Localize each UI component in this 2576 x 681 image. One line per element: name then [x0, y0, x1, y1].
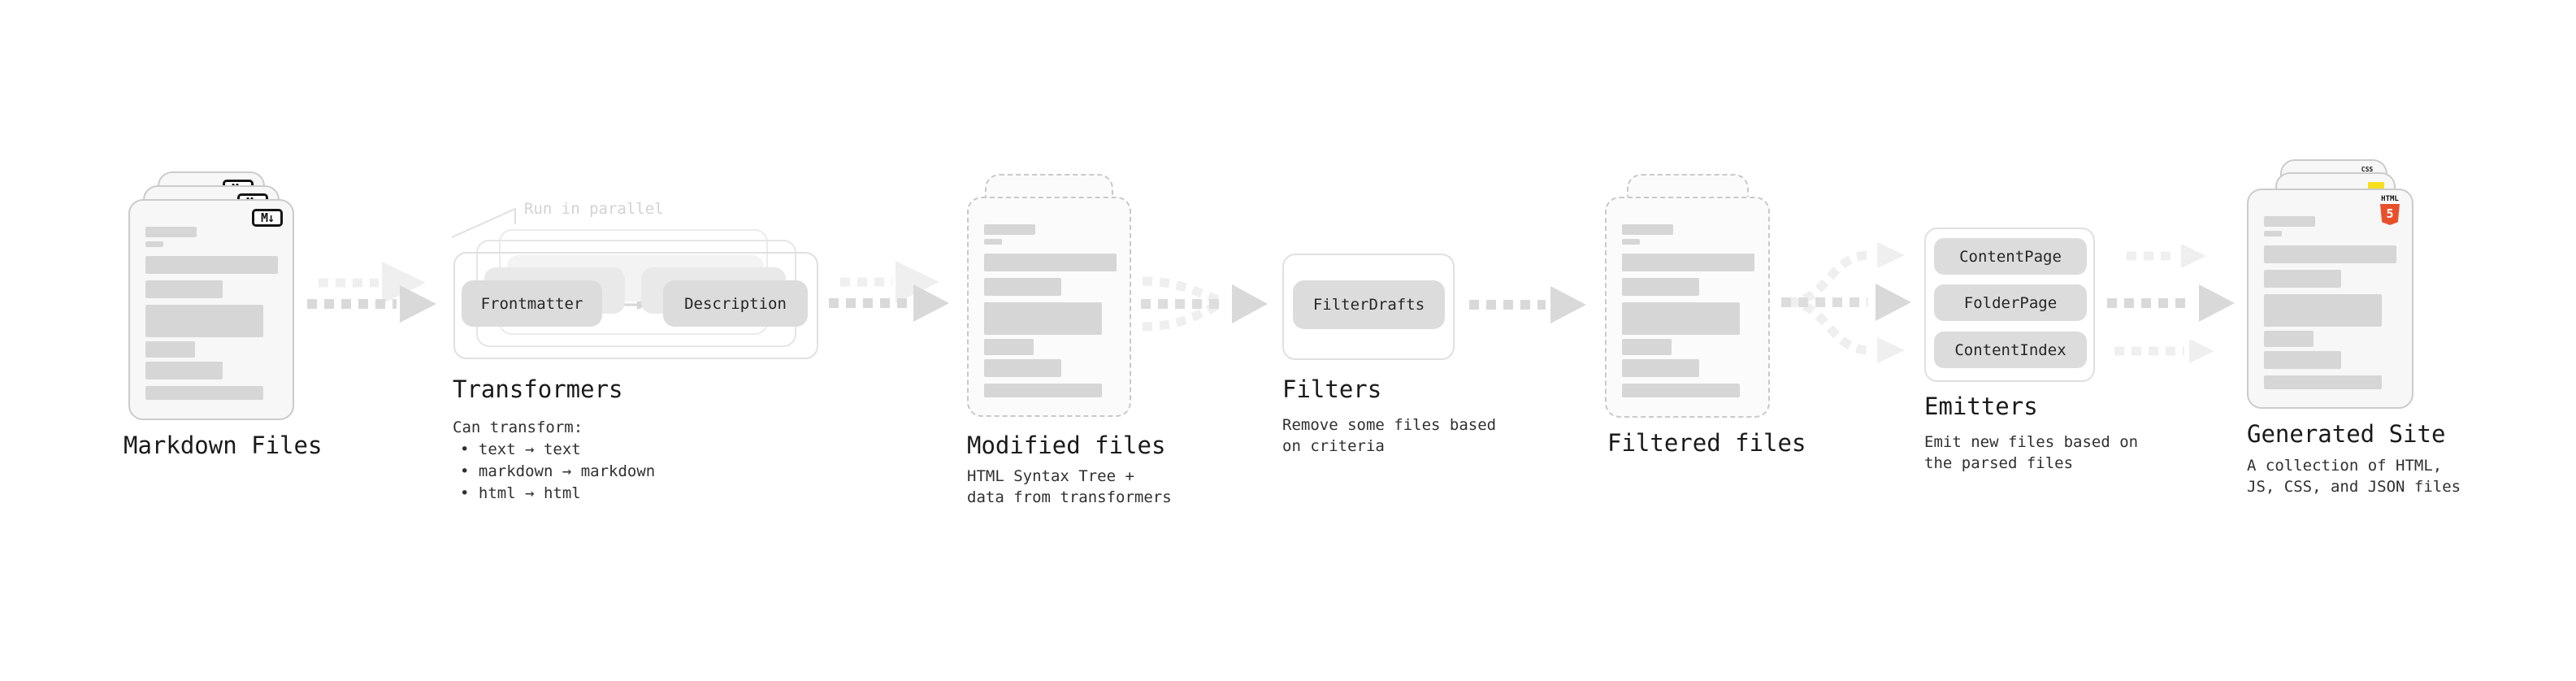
doc-line [2264, 231, 2282, 236]
transformer-card-front [453, 252, 818, 359]
transformer-pill-frontmatter: Frontmatter [462, 280, 602, 327]
modified-files-heading: Modified files [967, 432, 1166, 459]
arrows-emitters-to-generated [2107, 244, 2235, 363]
doc-line [145, 256, 278, 274]
emitter-pill-folderpage: FolderPage [1934, 284, 2087, 321]
doc-line [1622, 278, 1699, 296]
doc-line [984, 302, 1102, 335]
markdown-files-heading: Markdown Files [124, 432, 323, 459]
filter-pill-filterdrafts: FilterDrafts [1293, 280, 1445, 329]
markdown-document-front: M↓ [128, 199, 294, 420]
doc-line [1622, 224, 1673, 235]
filtered-document-front [1605, 197, 1770, 418]
generated-site-heading: Generated Site [2247, 420, 2446, 448]
emitter-pill-contentindex: ContentIndex [1934, 332, 2087, 368]
doc-line [984, 339, 1034, 355]
css-icon-label: CSS [2361, 166, 2374, 173]
doc-line [1622, 384, 1740, 397]
doc-line [1622, 239, 1640, 245]
doc-line [145, 305, 263, 337]
doc-line [1622, 359, 1699, 377]
transformers-bullet-list: • text → text • markdown → markdown • ht… [460, 439, 655, 505]
doc-line [145, 386, 263, 400]
doc-line [1622, 254, 1754, 271]
doc-line [984, 359, 1061, 377]
arrow-filters-to-filtered [1469, 286, 1586, 323]
merge-arrow-modified-to-filters [1141, 276, 1268, 332]
bullet-item: • text → text [460, 440, 581, 458]
doc-line [2264, 351, 2341, 369]
filters-heading: Filters [1282, 375, 1382, 403]
filters-note: Remove some files based on criteria [1282, 416, 1497, 455]
html5-icon-label: HTML [2381, 195, 2399, 203]
arrow-transformers-to-modified [829, 261, 949, 322]
doc-line [2264, 294, 2382, 327]
doc-line [1622, 339, 1672, 355]
doc-line [984, 384, 1102, 397]
modified-document-front [967, 197, 1131, 417]
doc-line [2264, 375, 2382, 389]
doc-line [145, 362, 223, 380]
markdown-icon: M↓ [252, 209, 283, 227]
generated-document-html: HTML 5 [2247, 189, 2413, 409]
run-in-parallel-annotation: Run in parallel [524, 200, 664, 218]
doc-line [145, 341, 195, 358]
doc-line [1622, 302, 1740, 335]
arrow-markdown-to-transformers [307, 262, 436, 323]
doc-line [2264, 331, 2314, 347]
bullet-item: • html → html [460, 484, 581, 502]
html5-icon-shield: 5 [2380, 204, 2400, 225]
doc-line [984, 224, 1035, 235]
doc-line [145, 280, 223, 298]
doc-line [984, 254, 1117, 271]
doc-line [2264, 270, 2341, 288]
emitters-heading: Emitters [1924, 393, 2038, 420]
doc-line [145, 241, 163, 247]
filtered-files-heading: Filtered files [1607, 429, 1806, 457]
generated-site-note: A collection of HTML, JS, CSS, and JSON … [2247, 457, 2461, 496]
transformers-heading: Transformers [453, 375, 623, 403]
emitters-note: Emit new files based on the parsed files [1924, 433, 2139, 472]
doc-line [2264, 245, 2396, 263]
emitter-pill-contentpage: ContentPage [1934, 238, 2087, 275]
doc-line [984, 278, 1061, 296]
split-arrow-filtered-to-emitters [1781, 242, 1911, 363]
bullet-item: • markdown → markdown [460, 462, 656, 480]
modified-files-note: HTML Syntax Tree + data from transformer… [967, 467, 1172, 506]
doc-line [145, 227, 197, 237]
doc-line [984, 239, 1002, 245]
transformer-pill-description: Description [663, 280, 808, 327]
transformers-note-title: Can transform: [453, 419, 583, 436]
doc-line [2264, 216, 2315, 227]
html5-icon: HTML 5 [2379, 195, 2400, 225]
